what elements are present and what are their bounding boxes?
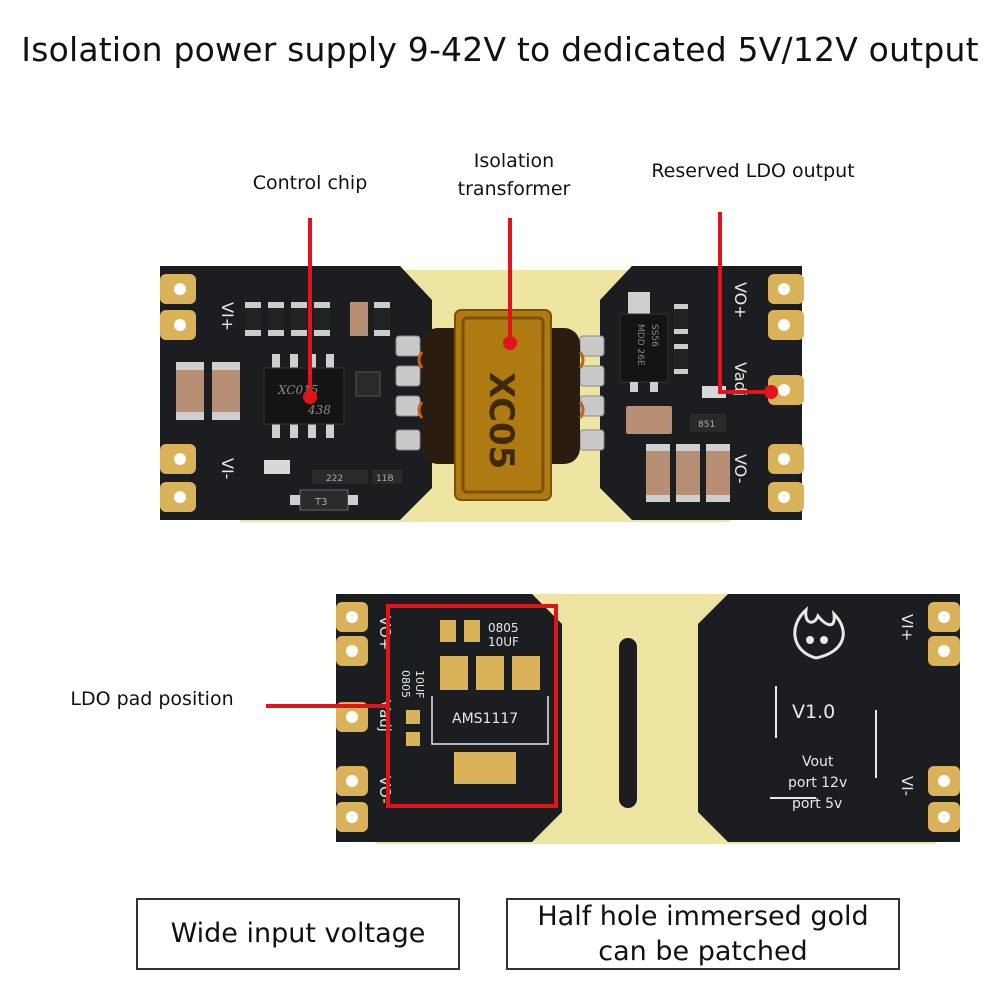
pointer-line-transformer: [508, 218, 512, 342]
feature-wide-input-text: Wide input voltage: [170, 918, 426, 950]
top-left-bottom-parts: 222 11B T3: [264, 460, 402, 511]
bottom-right-outline: [770, 686, 877, 799]
substrate-slot: [619, 638, 637, 808]
top-vadj-label: Vadj: [731, 362, 750, 396]
callout-transformer-line2: transformer: [457, 177, 571, 200]
bottom-left-pads: [336, 602, 368, 832]
callout-ldo-pad-text: LDO pad position: [70, 688, 234, 710]
top-small-diode: [355, 371, 381, 397]
ldo-pad-highlight-box: [386, 604, 558, 808]
pointer-dot-control-chip: [303, 390, 317, 404]
transformer-wire: [417, 351, 585, 419]
vout-label-line3: port 5v: [792, 796, 842, 812]
top-res-851-label: 851: [698, 420, 715, 430]
bottom-cap2-line1: 0805: [399, 670, 412, 698]
pointer-line-ldo-vertical: [718, 212, 722, 394]
callout-control-chip-text: Control chip: [252, 172, 368, 194]
callout-ldo-pad: LDO pad position: [52, 686, 252, 714]
top-diode-label: T3: [314, 497, 327, 508]
page-title: Isolation power supply 9-42V to dedicate…: [21, 30, 979, 69]
top-vi-minus-label: VI-: [218, 458, 237, 479]
vout-label-line2: port 12v: [788, 775, 847, 791]
bottom-right-pcb-section: [698, 594, 960, 842]
flame-logo-icon: [793, 606, 845, 660]
top-vo-plus-label: VO+: [731, 282, 750, 319]
transformer-marking: XC05: [481, 372, 521, 469]
pointer-dot-ldo: [764, 385, 778, 399]
top-vi-plus-label: VI+: [218, 302, 237, 331]
top-left-resistors: [245, 302, 390, 336]
top-right-parts: MDD 26E SS56 851: [619, 292, 730, 502]
version-label: V1.0: [792, 701, 835, 723]
top-vo-minus-label: VO-: [731, 454, 750, 483]
callout-control-chip: Control chip: [220, 170, 400, 198]
top-left-capacitors: [176, 362, 240, 420]
bottom-cap1-line1: 0805: [488, 621, 519, 635]
bottom-vi-minus-label: VI-: [898, 776, 916, 796]
feature-half-hole-line1: Half hole immersed gold: [537, 900, 869, 932]
bottom-cap1-line2: 10UF: [488, 635, 519, 649]
feature-half-hole-line2: can be patched: [598, 936, 808, 967]
transformer-pins: [395, 335, 605, 451]
bottom-cap2-line2: 10UF: [413, 670, 426, 698]
feature-box-half-hole: Half hole immersed gold can be patched: [506, 898, 900, 970]
pointer-line-ldo-pad: [266, 704, 390, 708]
feature-box-wide-input: Wide input voltage: [136, 898, 460, 970]
top-pcb-board: VI+ VI- VO+ Vadj VO- XC015 438: [160, 266, 804, 522]
control-chip-marking-2: 438: [307, 403, 331, 417]
bottom-vi-plus-label: VI+: [898, 614, 916, 641]
top-ldo-mark-2: SS56: [649, 324, 659, 347]
bottom-right-pads: [928, 602, 960, 832]
top-left-pads: [160, 274, 196, 512]
top-res-222-label: 222: [326, 474, 343, 484]
bottom-pcb-board: VO+ Vadj VO- 0805 10UF 0805 10UF AMS1117…: [336, 594, 960, 844]
top-right-pads: [768, 274, 804, 512]
ldo-footprint: [406, 620, 540, 784]
ldo-chip-label: AMS1117: [452, 711, 518, 727]
top-ldo-mark-1: MDD 26E: [635, 324, 645, 366]
isolation-transformer: [454, 309, 552, 501]
top-res-11b-label: 11B: [376, 474, 394, 484]
pointer-line-control-chip: [308, 218, 312, 396]
callout-transformer-line1: Isolation: [473, 150, 555, 172]
callout-reserved-ldo-text: Reserved LDO output: [651, 160, 855, 182]
vout-label-line1: Vout: [802, 754, 834, 770]
pointer-line-ldo-horizontal: [718, 390, 770, 394]
callout-reserved-ldo: Reserved LDO output: [628, 158, 878, 186]
callout-isolation-transformer: Isolation transformer: [424, 148, 604, 203]
pointer-dot-transformer: [503, 336, 517, 350]
